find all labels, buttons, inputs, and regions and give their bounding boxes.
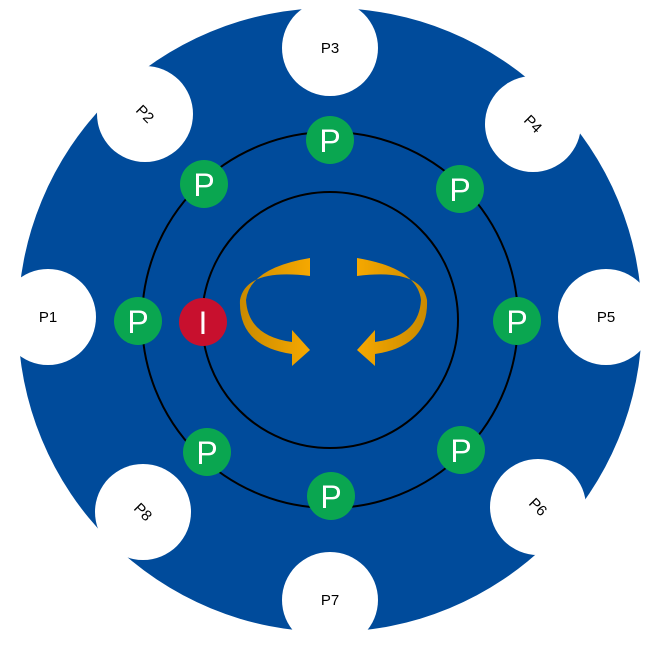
port-label: P3	[321, 40, 339, 57]
p-badge: P	[436, 165, 484, 213]
port-notch	[0, 269, 96, 365]
p-badge-letter: P	[127, 304, 148, 340]
p-badge: P	[437, 426, 485, 474]
port-notch	[490, 459, 586, 555]
rotate-arrows-icon	[239, 258, 428, 366]
i-badge-letter: I	[199, 305, 208, 341]
p-badge-circle	[436, 165, 484, 213]
port-label: P5	[597, 309, 615, 326]
badge-group: P P P P P P P P	[114, 116, 541, 520]
p-badge: P	[307, 472, 355, 520]
port-notch	[282, 0, 378, 96]
port-label: P7	[321, 592, 339, 609]
port-1: P1	[0, 269, 96, 365]
port-label: P1	[39, 309, 57, 326]
port-notch	[95, 464, 191, 560]
port-notch	[485, 76, 581, 172]
p-badge-circle	[307, 472, 355, 520]
p-badge-circle	[183, 428, 231, 476]
p-badge-circle	[180, 160, 228, 208]
port-notch	[282, 552, 378, 648]
p-badge-circle	[437, 426, 485, 474]
port-notch	[97, 66, 193, 162]
p-badge-letter: P	[449, 172, 470, 208]
p-badge-circle	[114, 297, 162, 345]
p-badge-letter: P	[320, 479, 341, 515]
inner-badge: I	[179, 298, 227, 346]
p-badge-letter: P	[319, 123, 340, 159]
p-badge: P	[306, 116, 354, 164]
p-badge-circle	[306, 116, 354, 164]
port-notch	[558, 269, 654, 365]
p-badge-letter: P	[193, 167, 214, 203]
port-3: P3	[282, 0, 378, 96]
p-badge-letter: P	[506, 304, 527, 340]
rotate-arrow-right	[357, 258, 428, 366]
rotate-arrow-left	[239, 258, 310, 366]
p-badge-letter: P	[450, 433, 471, 469]
port-6: P6	[490, 459, 586, 555]
p-badge-letter: P	[196, 435, 217, 471]
p-badge: P	[493, 297, 541, 345]
port-2: P2	[97, 66, 193, 162]
port-4: P4	[485, 76, 581, 172]
p-badge: P	[180, 160, 228, 208]
port-5: P5	[558, 269, 654, 365]
port-7: P7	[282, 552, 378, 648]
p-badge: P	[114, 297, 162, 345]
p-badge-circle	[493, 297, 541, 345]
port-8: P8	[95, 464, 191, 560]
i-badge-circle	[179, 298, 227, 346]
p-badge: P	[183, 428, 231, 476]
